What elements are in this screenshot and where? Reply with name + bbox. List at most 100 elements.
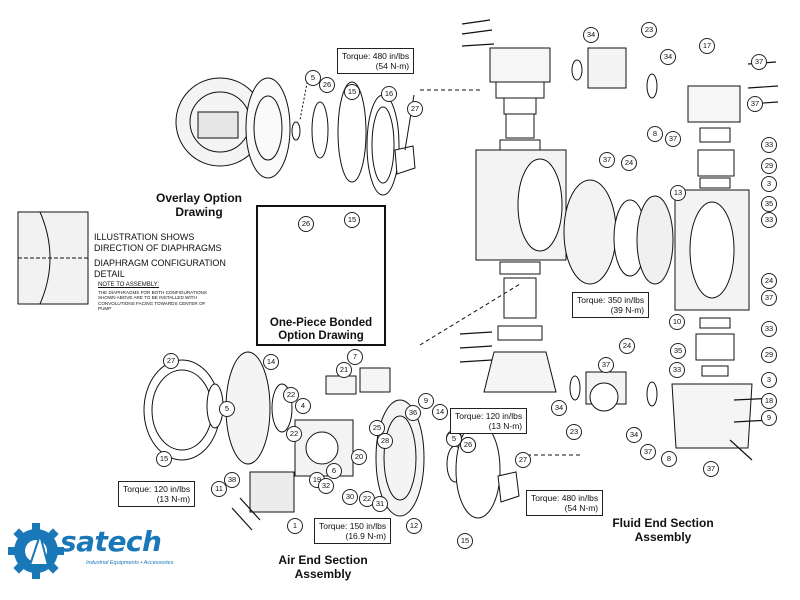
diaphragm-detail-sketch <box>17 211 89 305</box>
callout-22: 22 <box>359 491 375 507</box>
torque-metric: (13 N-m) <box>488 421 523 431</box>
callout-15: 15 <box>344 84 360 100</box>
callout-14: 14 <box>432 404 448 420</box>
overlay-option-parts <box>175 77 416 196</box>
air-end-parts <box>143 351 520 519</box>
torque-value: Torque: 120 in/lbs <box>123 484 191 494</box>
callout-27: 27 <box>407 101 423 117</box>
callout-34: 34 <box>583 27 599 43</box>
assembly-guides <box>419 89 580 456</box>
callout-5: 5 <box>219 401 235 417</box>
bonded-option-heading: One-Piece Bonded Option Drawing <box>269 317 373 342</box>
callout-9: 9 <box>418 393 434 409</box>
callout-13: 13 <box>670 185 686 201</box>
callout-24: 24 <box>621 155 637 171</box>
callout-3: 3 <box>761 176 777 192</box>
torque-metric: (54 N-m) <box>564 503 599 513</box>
callout-24: 24 <box>761 273 777 289</box>
torque-metric: (39 N-m) <box>610 305 645 315</box>
callout-37: 37 <box>665 131 681 147</box>
callout-37: 37 <box>751 54 767 70</box>
callout-1: 1 <box>287 518 303 534</box>
logo-wordmark: satech <box>60 525 162 558</box>
torque-label: Torque: 120 in/lbs (13 N-m) <box>118 481 196 507</box>
callout-7: 7 <box>347 349 363 365</box>
torque-label: Torque: 480 in/lbs (54 N-m) <box>337 48 415 74</box>
callout-14: 14 <box>263 354 279 370</box>
callout-10: 10 <box>669 314 685 330</box>
callout-34: 34 <box>660 49 676 65</box>
torque-label: Torque: 120 in/lbs (13 N-m) <box>450 408 528 434</box>
callout-9: 9 <box>761 410 777 426</box>
torque-label: Torque: 480 in/lbs (54 N-m) <box>526 490 604 516</box>
callout-37: 37 <box>703 461 719 477</box>
callout-35: 35 <box>761 196 777 212</box>
bonded-option-inset: One-Piece Bonded Option Drawing <box>256 205 386 346</box>
callout-33: 33 <box>761 321 777 337</box>
configuration-note: DIAPHRAGM CONFIGURATION DETAIL <box>94 258 226 279</box>
callout-33: 33 <box>761 137 777 153</box>
callout-29: 29 <box>761 347 777 363</box>
assembly-note-title: NOTE TO ASSEMBLY: <box>98 282 160 288</box>
callout-15: 15 <box>457 533 473 549</box>
assembly-note-body: THE DIAPHRAGMS FOR BOTH CONFIGURATIONS S… <box>98 290 207 312</box>
callout-32: 32 <box>318 478 334 494</box>
callout-11: 11 <box>211 481 227 497</box>
callout-37: 37 <box>747 96 763 112</box>
callout-4: 4 <box>295 398 311 414</box>
callout-17: 17 <box>699 38 715 54</box>
callout-6: 6 <box>326 463 342 479</box>
torque-label: Torque: 350 in/lbs (39 N-m) <box>572 292 650 318</box>
callout-29: 29 <box>761 158 777 174</box>
callout-34: 34 <box>551 400 567 416</box>
callout-38: 38 <box>224 472 240 488</box>
callout-18: 18 <box>761 393 777 409</box>
callout-30: 30 <box>342 489 358 505</box>
torque-value: Torque: 480 in/lbs <box>342 51 410 61</box>
callout-27: 27 <box>163 353 179 369</box>
callout-36: 36 <box>405 405 421 421</box>
callout-26: 26 <box>319 77 335 93</box>
callout-21: 21 <box>336 362 352 378</box>
asatech-logo <box>8 523 64 579</box>
callout-35: 35 <box>670 343 686 359</box>
callout-8: 8 <box>661 451 677 467</box>
torque-metric: (13 N-m) <box>156 494 191 504</box>
torque-metric: (16.9 N-m) <box>345 531 387 541</box>
callout-22: 22 <box>283 387 299 403</box>
callout-3: 3 <box>761 372 777 388</box>
callout-26: 26 <box>460 437 476 453</box>
callout-12: 12 <box>406 518 422 534</box>
callout-22: 22 <box>286 426 302 442</box>
callout-20: 20 <box>351 449 367 465</box>
callout-37: 37 <box>761 290 777 306</box>
callout-37: 37 <box>599 152 615 168</box>
torque-value: Torque: 150 in/lbs <box>319 521 387 531</box>
callout-34: 34 <box>626 427 642 443</box>
torque-label: Torque: 150 in/lbs (16.9 N-m) <box>314 518 392 544</box>
overlay-option-heading: Overlay Option Drawing <box>155 191 243 219</box>
callout-28: 28 <box>377 433 393 449</box>
torque-value: Torque: 480 in/lbs <box>531 493 599 503</box>
elbow-fittings <box>569 47 658 412</box>
callout-15: 15 <box>156 451 172 467</box>
illustration-note: ILLUSTRATION SHOWS DIRECTION OF DIAPHRAG… <box>94 232 222 253</box>
fluid-end-heading: Fluid End Section Assembly <box>612 516 714 544</box>
callout-24: 24 <box>619 338 635 354</box>
torque-metric: (54 N-m) <box>375 61 410 71</box>
callout-33: 33 <box>669 362 685 378</box>
callout-25: 25 <box>369 420 385 436</box>
logo-tagline: Industrial Equipments • Accessories <box>86 560 174 566</box>
callout-16: 16 <box>381 86 397 102</box>
air-end-heading: Air End Section Assembly <box>278 553 368 581</box>
callout-8: 8 <box>647 126 663 142</box>
callout-37: 37 <box>640 444 656 460</box>
callout-31: 31 <box>372 496 388 512</box>
inset-callout-26: 26 <box>298 216 314 232</box>
upper-manifold-stack <box>475 47 567 393</box>
torque-value: Torque: 350 in/lbs <box>577 295 645 305</box>
callout-23: 23 <box>566 424 582 440</box>
callout-27: 27 <box>515 452 531 468</box>
callout-5: 5 <box>305 70 321 86</box>
